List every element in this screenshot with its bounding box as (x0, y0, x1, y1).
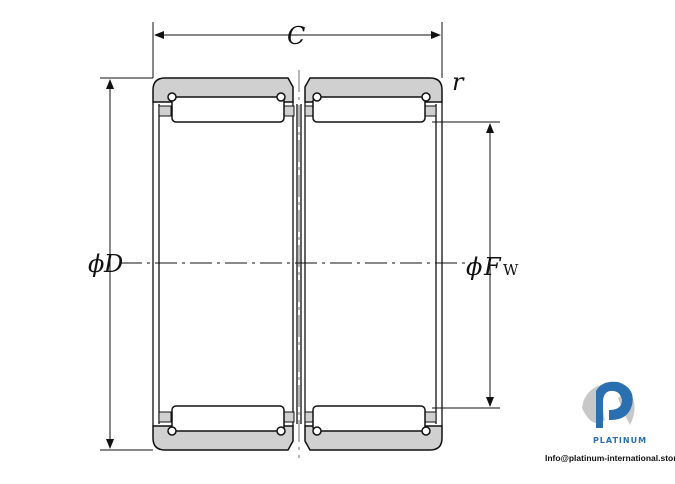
roller-top-right (312, 96, 426, 123)
roller-bottom-right (312, 405, 426, 432)
platinum-logo-icon (582, 381, 635, 428)
extension-lines (100, 22, 500, 451)
roller-bottom-left (171, 405, 285, 432)
cage-lines (152, 102, 443, 426)
logo-brand-text: PLATINUM (592, 436, 648, 445)
label-r: r (452, 68, 465, 96)
logo-email-text: Info@platinum-international.store (545, 453, 675, 463)
label-phi-fw: ϕ (466, 253, 482, 281)
roller-top-left (171, 96, 285, 123)
cage-tabs (158, 105, 437, 423)
outer-ring (152, 77, 443, 451)
label-f: F (483, 253, 502, 281)
label-w: W (503, 261, 519, 279)
label-c: C (287, 22, 305, 50)
rollers (167, 92, 431, 436)
label-phi-d: ϕ (88, 250, 104, 278)
label-d: D (103, 250, 123, 278)
